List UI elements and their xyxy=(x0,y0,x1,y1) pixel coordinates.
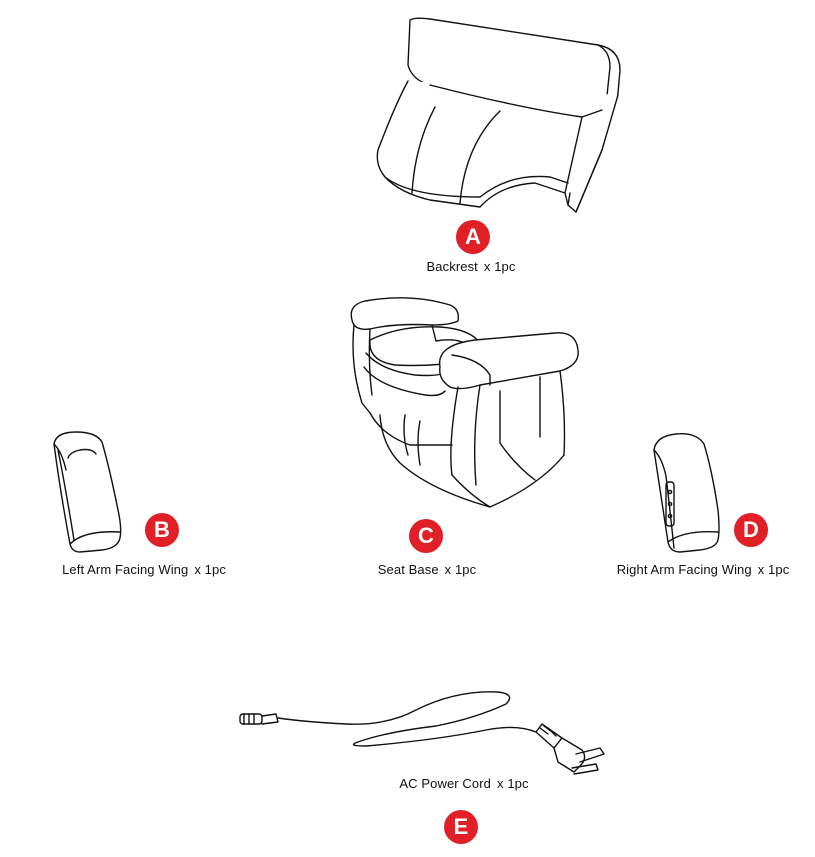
part-quantity: x 1pc xyxy=(483,259,516,274)
part-quantity: x 1pc xyxy=(757,562,790,577)
label-left-arm-facing-wing: Left Arm Facing Wing x 1pc xyxy=(62,562,226,577)
label-ac-power-cord: AC Power Cord x 1pc xyxy=(399,776,528,791)
badge-a: A xyxy=(456,220,490,254)
label-seat-base: Seat Base x 1pc xyxy=(378,562,476,577)
part-name: Left Arm Facing Wing xyxy=(62,562,189,577)
left-wing-drawing xyxy=(44,430,129,555)
right-wing-drawing xyxy=(648,430,728,555)
part-quantity: x 1pc xyxy=(497,776,529,791)
badge-b: B xyxy=(145,513,179,547)
part-name: Right Arm Facing Wing xyxy=(616,562,752,577)
badge-d: D xyxy=(734,513,768,547)
backrest-drawing xyxy=(370,15,635,215)
power-cord-drawing xyxy=(236,688,621,780)
part-quantity: x 1pc xyxy=(444,562,477,577)
part-quantity: x 1pc xyxy=(194,562,226,577)
badge-e: E xyxy=(444,810,478,844)
label-backrest: Backrest x 1pc xyxy=(427,259,516,274)
part-name: Backrest xyxy=(426,259,478,274)
part-name: AC Power Cord xyxy=(399,776,492,791)
label-right-arm-facing-wing: Right Arm Facing Wing x 1pc xyxy=(617,562,790,577)
part-name: Seat Base xyxy=(377,562,439,577)
seat-base-drawing xyxy=(340,295,590,510)
badge-c: C xyxy=(409,519,443,553)
